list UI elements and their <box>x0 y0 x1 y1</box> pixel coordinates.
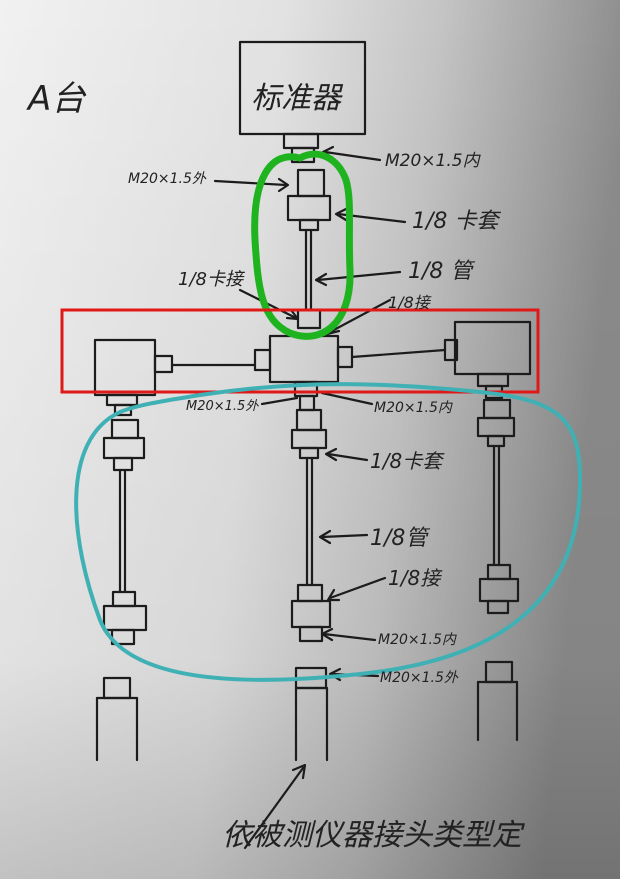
standard-device-label: 标准器 <box>251 81 344 116</box>
green-highlight-outline <box>251 150 354 340</box>
red-highlight-box <box>60 308 540 394</box>
upper-ferrule-label: 1/8 卡套 <box>412 209 501 234</box>
upper-left-joint-label: 1/8卡接 <box>178 269 245 290</box>
lower-thread-inner-label: M20×1.5内 <box>374 400 453 416</box>
cyan-highlight-outline <box>74 382 583 682</box>
upper-right-joint-label: 1/8接 <box>388 293 432 312</box>
upper-tube-label: 1/8 管 <box>408 259 475 284</box>
footer-note: 依被测仪器接头类型定 <box>222 818 525 853</box>
lower-tube-label: 1/8管 <box>370 526 430 551</box>
bottom-thread-inner-label: M20×1.5内 <box>378 632 457 648</box>
station-label: A台 <box>26 79 87 119</box>
lower-thread-outer-label: M20×1.5外 <box>186 399 259 414</box>
lower-ferrule-label: 1/8卡套 <box>370 449 445 473</box>
lower-joint-label: 1/8接 <box>388 566 443 590</box>
upper-thread-inner-label: M20×1.5内 <box>385 151 482 171</box>
bottom-thread-outer-label: M20×1.5外 <box>380 670 459 686</box>
upper-thread-outer-label: M20×1.5外 <box>128 171 207 187</box>
